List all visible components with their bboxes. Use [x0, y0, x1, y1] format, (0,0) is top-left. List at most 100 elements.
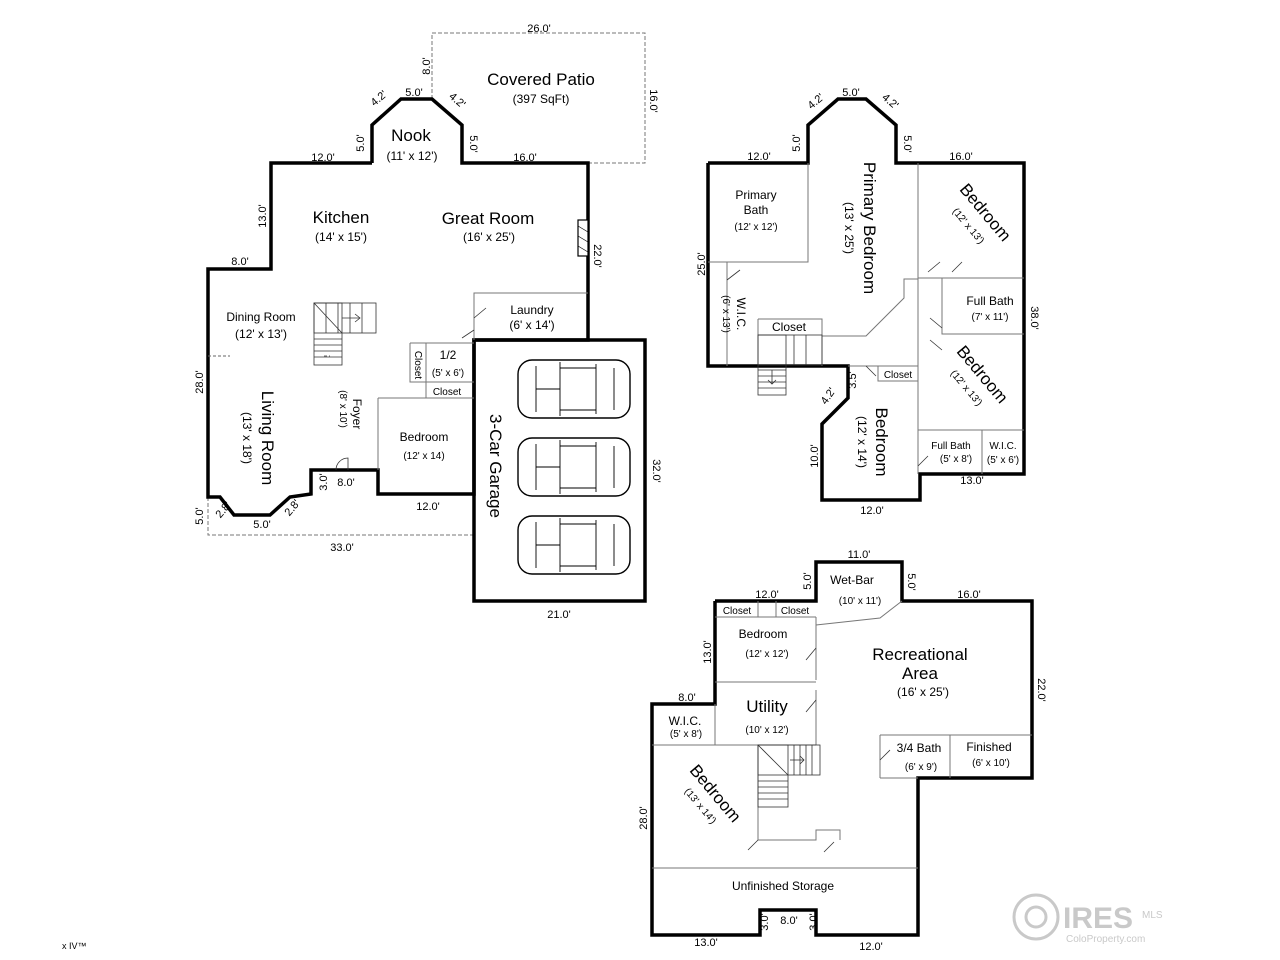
dim-label: 25.0' [696, 252, 708, 276]
dim-label: 4.2' [446, 91, 467, 111]
dim-label: 16.0' [957, 589, 981, 601]
room-size-great-room: (16' x 25') [463, 230, 515, 244]
room-label-primary-bath-2: Bath [744, 203, 769, 217]
room-label-finished: Finished [966, 740, 1011, 754]
dim-label: 2.8' [214, 500, 234, 521]
dim-label: 16.0' [513, 152, 537, 164]
room-label-nook: Nook [391, 126, 431, 145]
room-size-covered-patio: (397 SqFt) [513, 92, 570, 106]
dim-label: 12.0' [755, 589, 779, 601]
dim-label: 26.0' [527, 23, 551, 35]
room-size-wic-b: (5' x 6') [987, 455, 1019, 466]
room-label-kitchen: Kitchen [313, 208, 370, 227]
dim-label: 5.0' [842, 87, 859, 99]
upper-floor-exterior-wall [706, 97, 1026, 502]
room-label-storage: Unfinished Storage [732, 879, 834, 893]
room-label-wic: W.I.C. [669, 714, 702, 728]
fireplace [577, 219, 589, 257]
room-label-dining-room: Dining Room [226, 310, 295, 324]
room-label-closet-a: Closet [723, 606, 752, 617]
logo-site: ColoProperty.com [1066, 934, 1145, 945]
room-size-full-bath-b: (5' x 8') [940, 454, 972, 465]
room-size-utility: (10' x 12') [745, 725, 788, 736]
room-label-primary-bedroom: Primary Bedroom [860, 162, 879, 294]
logo-small: MLS [1142, 910, 1163, 921]
room-size-bedroom: (12' x 14) [403, 451, 444, 462]
room-label-rec: Recreational [872, 645, 967, 664]
dim-label: 32.0' [650, 459, 662, 483]
dim-label: 5.0' [791, 134, 803, 151]
room-label-utility: Utility [746, 697, 788, 716]
room-size-nook: (11' x 12') [386, 149, 437, 163]
room-label-primary-bath: Primary [735, 188, 776, 202]
dim-label: 11.0' [848, 549, 871, 561]
dim-label: 13.0' [257, 204, 269, 228]
room-size-rec: (16' x 25') [897, 685, 949, 699]
room-size-living-room: (13' x 18') [240, 412, 254, 464]
room-size-bedroom-c: (12' x 14') [855, 416, 869, 468]
room-size-primary-bath: (12' x 12') [734, 222, 777, 233]
upper-floor-plan: Primary Bath (12' x 12') Primary Bedroom… [696, 87, 1040, 517]
room-size-primary-bedroom: (13' x 25') [842, 202, 856, 254]
logo-text: IRES [1063, 902, 1133, 935]
room-size-wet-bar: (10' x 11') [839, 596, 882, 607]
dim-label: 13.0' [960, 475, 984, 487]
dim-label: 13.0' [694, 937, 718, 949]
dim-label: 3.5' [847, 371, 859, 388]
dim-label: 13.0' [702, 640, 714, 664]
room-size-wic: (6' x 13') [720, 295, 731, 333]
dim-label: 5.0' [467, 135, 479, 152]
dim-label: 16.0' [647, 89, 659, 113]
dim-label: 8.0' [678, 692, 695, 704]
room-size-laundry: (6' x 14') [509, 318, 554, 332]
room-size-full-bath-a: (7' x 11') [972, 312, 1009, 323]
software-mark: x IV™ [62, 941, 87, 951]
room-label-foyer: Foyer [350, 399, 364, 430]
dim-label: 28.0' [194, 370, 206, 394]
upper-stairs [757, 334, 823, 396]
dim-label: 16.0' [949, 151, 973, 163]
room-size-finished: (6' x 10') [972, 758, 1010, 769]
room-label-wic: W.I.C. [734, 298, 748, 331]
main-floor-plan: Covered Patio (397 SqFt) Nook (11' x 12'… [194, 23, 662, 621]
dim-label: 12.0' [311, 152, 335, 164]
dim-label: 4.2' [879, 92, 900, 112]
dim-label: 28.0' [638, 806, 650, 830]
room-label-bath: 3/4 Bath [897, 741, 942, 755]
room-size-wic: (5' x 8') [670, 729, 702, 740]
room-label-wic-b: W.I.C. [989, 441, 1016, 452]
dim-label: 5.0' [802, 572, 814, 589]
dim-label: 5.0' [901, 135, 913, 152]
room-label-wet-bar: Wet-Bar [830, 573, 874, 587]
room-label-garage: 3-Car Garage [486, 414, 505, 518]
dim-label: 3.0' [759, 913, 771, 930]
dim-label: 4.2' [806, 92, 827, 112]
dim-label: 12.0' [416, 501, 440, 513]
ires-logo: IRES MLS ColoProperty.com [1012, 893, 1163, 945]
laundry-wall [473, 292, 588, 340]
room-label-living-room: Living Room [258, 391, 277, 486]
room-label-full-bath-a: Full Bath [966, 294, 1013, 308]
dim-label: 22.0' [591, 244, 603, 268]
dim-label: 12.0' [747, 151, 771, 163]
room-label-closet-b: Closet [781, 606, 810, 617]
dim-label: 38.0' [1028, 306, 1040, 330]
room-size-dining-room: (12' x 13') [235, 327, 287, 341]
room-label-bedroom: Bedroom [400, 430, 449, 444]
dim-label: 8.0' [231, 256, 248, 268]
room-label-closet-a: Closet [412, 351, 423, 380]
dim-label: 33.0' [330, 542, 354, 554]
dim-label: 5.0' [355, 134, 367, 151]
room-size-foyer: (8' x 10') [337, 390, 348, 428]
dim-label: 21.0' [547, 609, 571, 621]
room-label-laundry: Laundry [510, 303, 553, 317]
dim-label: 12.0' [860, 505, 884, 517]
dim-label: 4.2' [819, 386, 839, 407]
garage-wall [472, 338, 647, 603]
dim-label: 3.0' [808, 913, 820, 930]
room-size-bath: (6' x 9') [905, 762, 937, 773]
dim-label: 5.0' [194, 507, 206, 524]
dim-label: 5.0' [253, 519, 270, 531]
lower-floor-plan: Wet-Bar (10' x 11') Closet Closet Bedroo… [638, 549, 1047, 953]
